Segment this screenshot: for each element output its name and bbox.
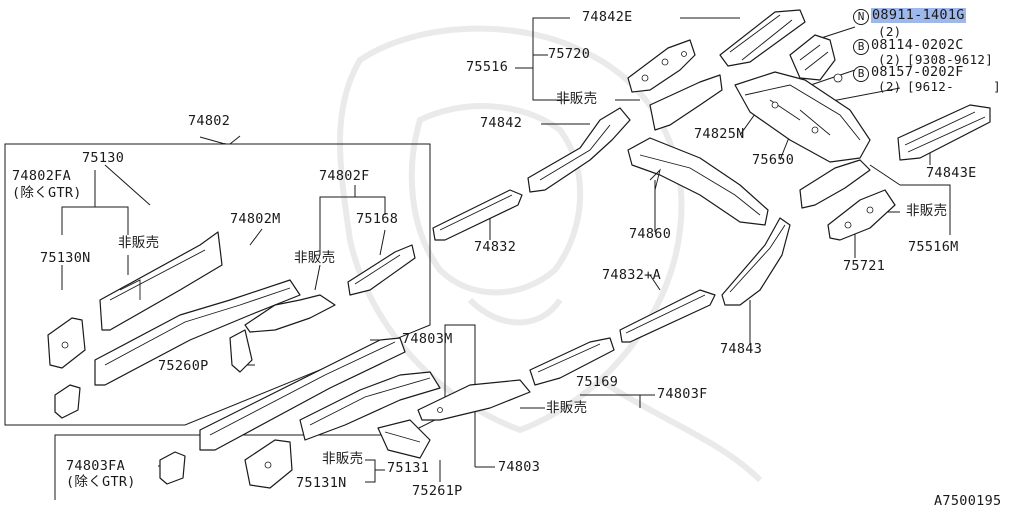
part-75720[interactable] [627, 39, 696, 93]
fastener-part-08911-1401G[interactable]: 08911-1401G [871, 7, 966, 23]
part-75130N[interactable] [47, 317, 86, 369]
callout-75721[interactable]: 75721 [843, 258, 886, 274]
part-75261P[interactable] [377, 419, 431, 459]
part-74832[interactable] [432, 189, 523, 241]
part-75169[interactable] [529, 337, 615, 386]
note-excl-gtr-top: (除くGTR) [12, 185, 82, 201]
group-frame-74802 [4, 143, 431, 426]
note-not-for-sale-lower: 非販売 [546, 400, 588, 416]
part-74803[interactable] [299, 371, 441, 441]
figure-code: A7500195 [934, 493, 1002, 509]
callout-75169[interactable]: 75169 [576, 374, 619, 390]
callout-74842E[interactable]: 74842E [582, 9, 633, 25]
callout-74825N[interactable]: 74825N [694, 126, 745, 142]
callout-74803FA[interactable]: 74803FA [66, 458, 125, 474]
fastener-symbol-n: N [853, 9, 869, 25]
callout-74803F[interactable]: 74803F [657, 386, 708, 402]
part-74802FA[interactable] [54, 384, 81, 419]
part-74860[interactable] [627, 137, 769, 226]
part-74803M[interactable] [199, 337, 406, 451]
part-74843[interactable] [721, 217, 791, 306]
part-74842E[interactable] [719, 9, 806, 67]
part-75516M[interactable] [799, 159, 871, 209]
part-75650[interactable] [734, 71, 871, 163]
part-75721[interactable] [827, 189, 896, 241]
callout-74802[interactable]: 74802 [188, 113, 231, 129]
note-not-for-sale-right: 非販売 [906, 203, 948, 219]
part-74803FA[interactable] [159, 451, 186, 485]
callout-75720[interactable]: 75720 [548, 46, 591, 62]
fastener-part-08157-0202F[interactable]: 08157-0202F [871, 64, 964, 80]
callout-75168[interactable]: 75168 [356, 211, 399, 227]
callout-75261P[interactable]: 75261P [412, 483, 463, 499]
watermark-crest-icon [337, 25, 763, 483]
part-74832A[interactable] [619, 289, 716, 343]
callout-74803M[interactable]: 74803M [402, 331, 453, 347]
part-75131N[interactable] [244, 439, 293, 489]
part-74843E[interactable] [897, 104, 991, 161]
callout-74832A[interactable]: 74832+A [602, 267, 661, 283]
fastener-symbol-b-1: B [853, 39, 869, 55]
note-excl-gtr-bottom: (除くGTR) [66, 474, 136, 490]
part-74802F[interactable] [244, 294, 336, 333]
callout-74860[interactable]: 74860 [629, 226, 672, 242]
callout-75650[interactable]: 75650 [752, 152, 795, 168]
callout-75130[interactable]: 75130 [82, 150, 125, 166]
callout-75131[interactable]: 75131 [387, 460, 430, 476]
part-75130[interactable] [99, 231, 223, 331]
note-not-for-sale-left: 非販売 [118, 235, 160, 251]
callout-74803[interactable]: 74803 [498, 459, 541, 475]
fastener-part-08114-0202C[interactable]: 08114-0202C [871, 37, 964, 53]
callout-74802M[interactable]: 74802M [230, 211, 281, 227]
callout-74832[interactable]: 74832 [474, 239, 517, 255]
note-not-for-sale-bottom: 非販売 [322, 451, 364, 467]
callout-75260P[interactable]: 75260P [158, 358, 209, 374]
fastener-range-2: [9308-9612] [907, 52, 994, 67]
callout-74802FA[interactable]: 74802FA [12, 168, 71, 184]
note-not-for-sale-mid: 非販売 [294, 250, 336, 266]
part-74803F[interactable] [417, 379, 531, 421]
bracket-assembly-icon[interactable] [784, 34, 843, 96]
callout-75130N[interactable]: 75130N [40, 250, 91, 266]
callout-75131N[interactable]: 75131N [296, 475, 347, 491]
fastener-symbol-b-2: B [853, 66, 869, 82]
callout-74843E[interactable]: 74843E [926, 165, 977, 181]
callout-74842[interactable]: 74842 [480, 115, 523, 131]
callout-75516[interactable]: 75516 [466, 59, 509, 75]
fastener-qty-3: (2) [878, 79, 902, 94]
callout-74843[interactable]: 74843 [720, 341, 763, 357]
part-75260P[interactable] [229, 329, 253, 373]
fastener-qty-1: (2) [878, 24, 902, 39]
part-74842[interactable] [527, 74, 723, 193]
callout-75516M[interactable]: 75516M [908, 239, 959, 255]
note-not-for-sale-top: 非販売 [556, 91, 598, 107]
fastener-range-3: [9612- ] [907, 79, 1001, 94]
fastener-qty-2: (2) [878, 52, 902, 67]
callout-74802F[interactable]: 74802F [319, 168, 370, 184]
part-75168[interactable] [347, 244, 416, 296]
